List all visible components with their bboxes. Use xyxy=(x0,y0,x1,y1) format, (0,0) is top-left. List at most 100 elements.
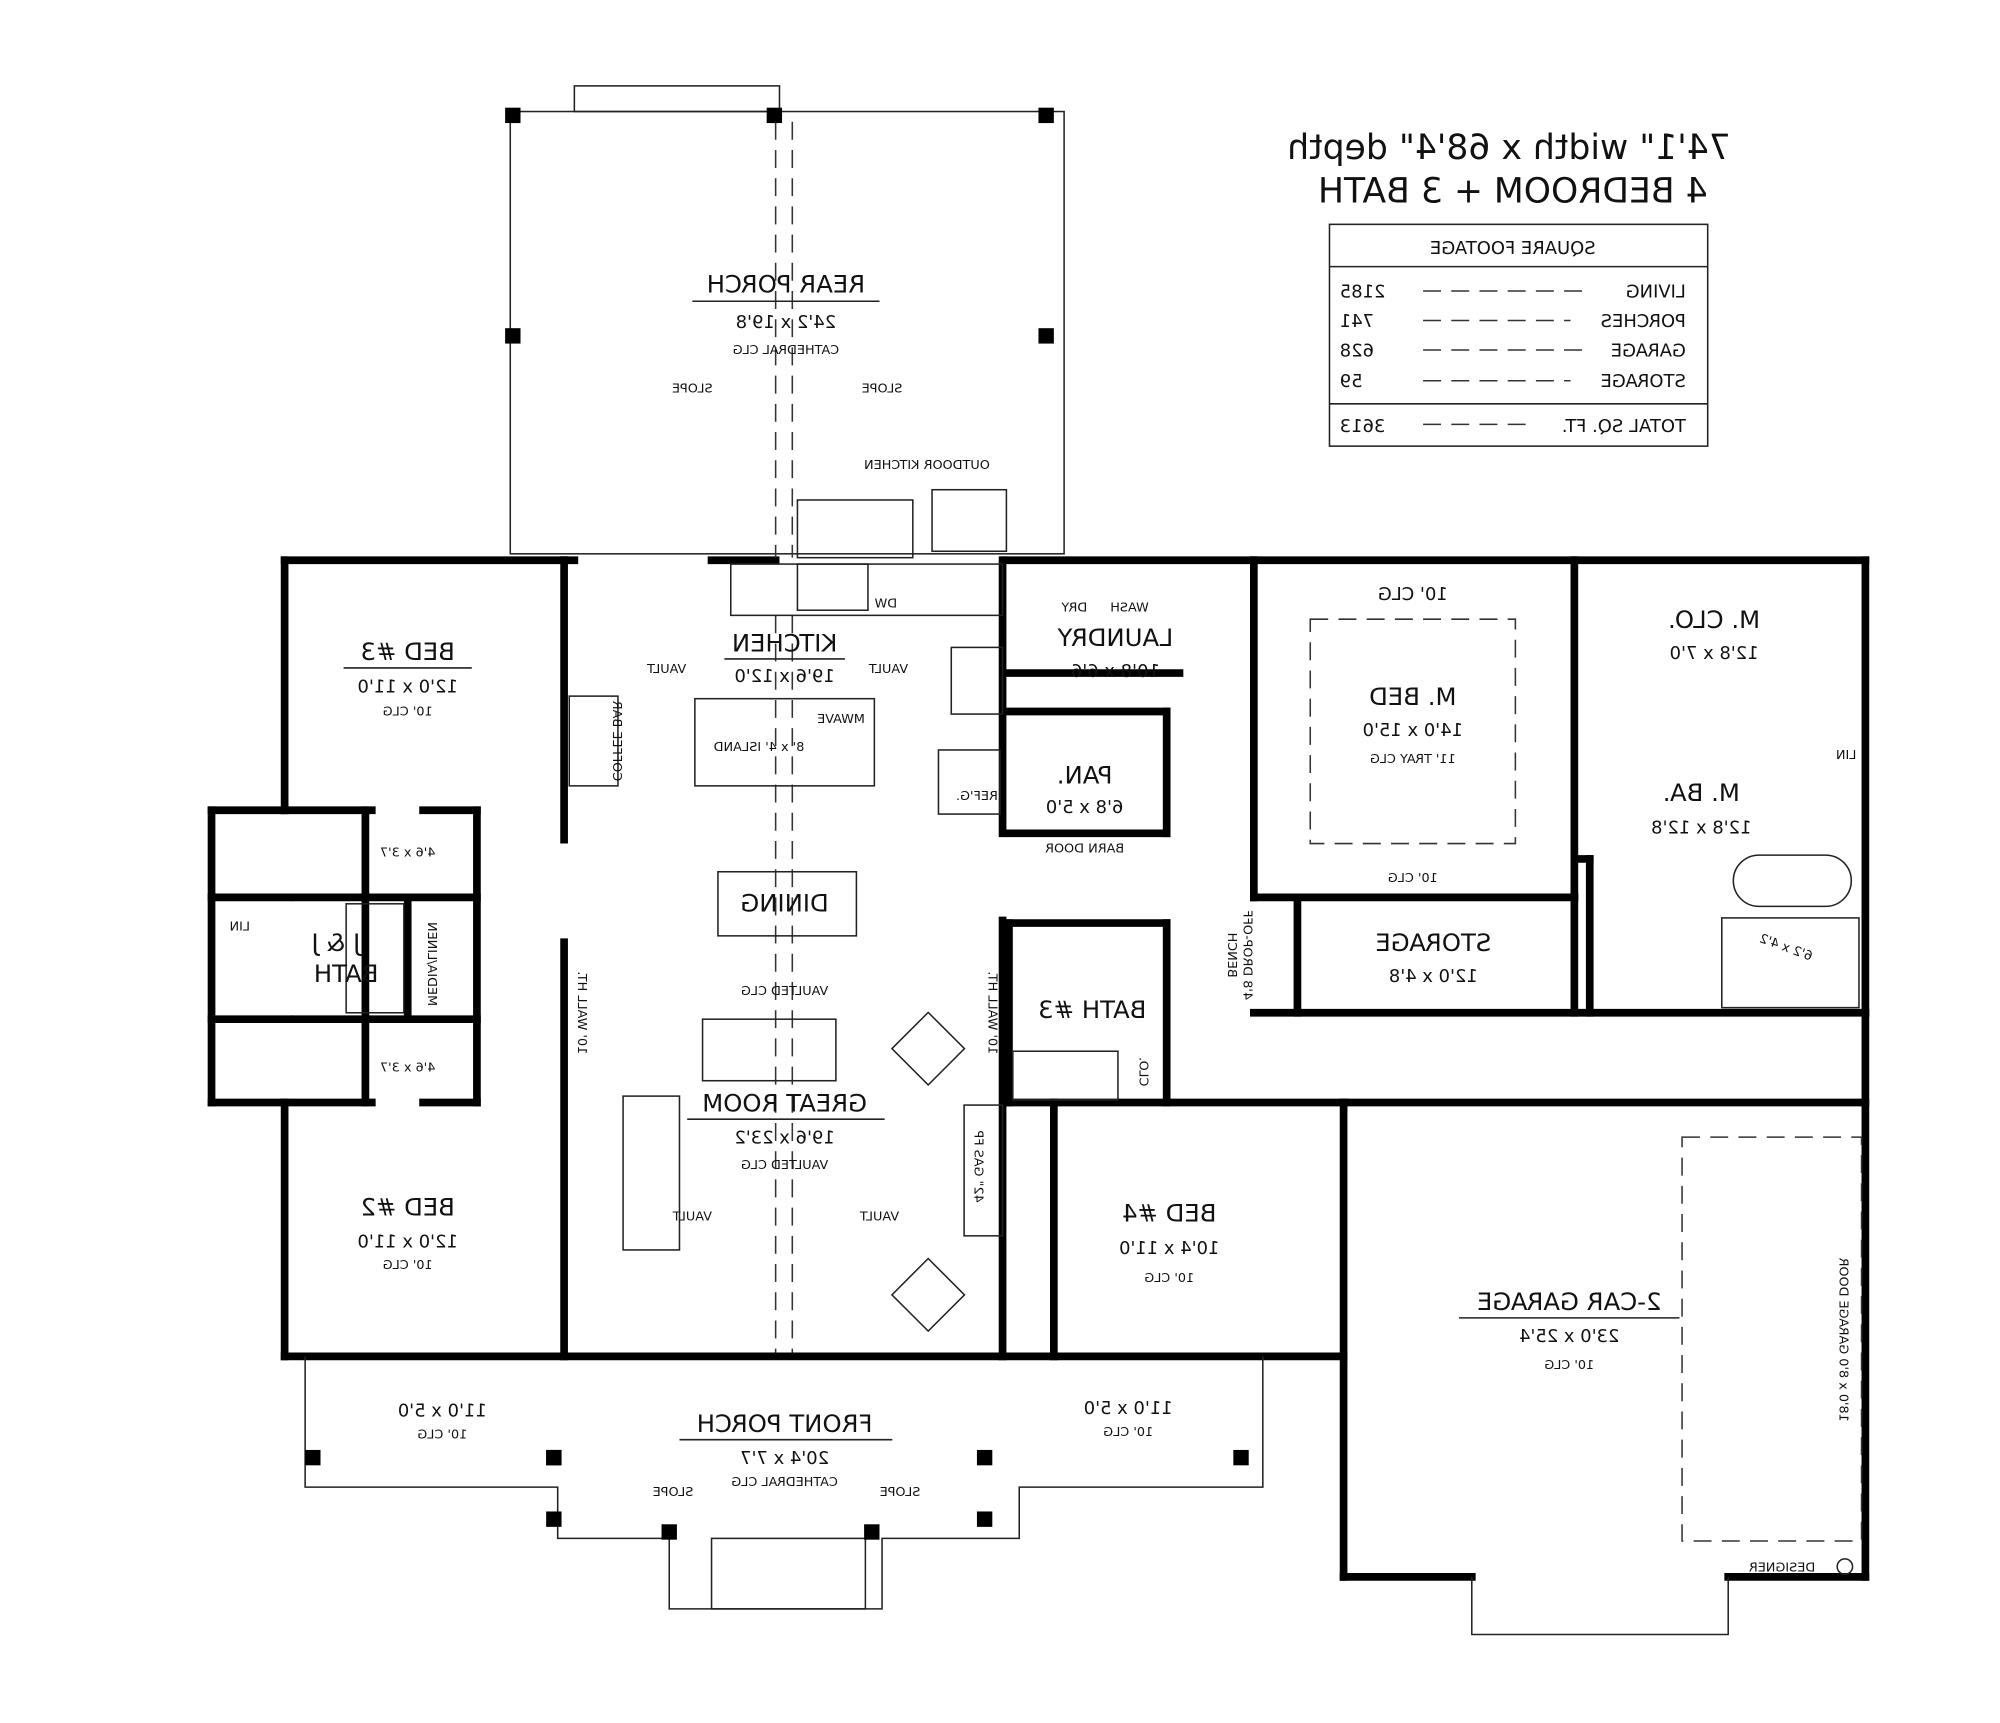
dryer-label: DRY xyxy=(1061,601,1087,616)
row-label: PORCHES xyxy=(1601,311,1686,332)
porch-post xyxy=(305,1449,321,1466)
linen-label: LIN xyxy=(1836,748,1857,763)
great-room-label: GREAT ROOM xyxy=(702,1088,867,1117)
porch-post xyxy=(1038,107,1054,124)
porch-post xyxy=(546,1511,562,1527)
refrigerator xyxy=(937,749,1001,815)
rear-steps xyxy=(573,85,781,113)
bed3-label: BED #3 xyxy=(360,637,454,666)
linen-label: LIN xyxy=(229,920,250,935)
slope-label: SLOPE xyxy=(653,1485,694,1500)
row-label: LIVING xyxy=(1626,281,1686,302)
armchair xyxy=(890,1011,966,1087)
front-porch-size: 20'4 x 7'7 xyxy=(740,1448,829,1469)
bathtub xyxy=(1732,854,1853,908)
vault-label: VAULT xyxy=(869,662,908,677)
porch-post xyxy=(1038,328,1054,344)
shower xyxy=(1721,917,1860,1009)
row-label: GARAGE xyxy=(1611,340,1686,361)
kitchen-counter xyxy=(730,563,1004,617)
porch-post xyxy=(976,1449,993,1466)
range xyxy=(950,646,1004,715)
media-linen-label: MEDIA/LINEN xyxy=(424,922,439,1006)
master-bed-ceiling: 11' TRAY CLG xyxy=(1370,752,1456,767)
designer-label: DESIGNER xyxy=(1749,1561,1815,1576)
porch-post xyxy=(864,1524,880,1540)
coffee-bar-label: COFFEE BAR xyxy=(609,701,624,782)
table-total-row: TOTAL SQ. FT. 3613 xyxy=(1340,416,1687,437)
master-closet-label: M. CLO. xyxy=(1668,605,1760,634)
porch-posts xyxy=(305,107,1249,1540)
master-bath-size: 12'8 x 12'8 xyxy=(1651,817,1751,838)
slope-label: SLOPE xyxy=(672,381,713,396)
storage-label: STORAGE xyxy=(1375,928,1491,957)
refrigerator-label: REF'G. xyxy=(956,789,998,804)
kitchen-island xyxy=(694,697,876,787)
dining-label: DINING xyxy=(740,888,828,917)
rooms-summary-text: 4 BEDROOM + 3 BATH xyxy=(1318,172,1708,212)
front-steps xyxy=(710,1537,867,1610)
bed2-label: BED #2 xyxy=(360,1192,454,1221)
great-room-ceiling: VAULTED CLG xyxy=(741,1158,828,1173)
garage-door-outline xyxy=(1681,1136,1863,1542)
slope-label: SLOPE xyxy=(862,381,903,396)
side-porch-ceiling: 10' CLG xyxy=(1103,1425,1153,1440)
rear-porch-ceiling: CATHEDRAL CLG xyxy=(733,343,840,358)
slope-label: SLOPE xyxy=(880,1485,921,1500)
table-row: GARAGE 628 xyxy=(1340,340,1686,361)
bed4-label: BED #4 xyxy=(1122,1199,1216,1228)
bed3-closet-size: 4'6 x 3'7 xyxy=(380,845,435,860)
bed3-size: 12'0 x 11'0 xyxy=(358,676,458,697)
square-footage-table: SQUARE FOOTAGE LIVING 2185 PORCHES 741 G… xyxy=(1328,223,1709,447)
master-bed-ceiling-top: 10' CLG xyxy=(1378,584,1448,605)
garage-door-label: 18'0 x 8'0 GARAGE DOOR xyxy=(1836,1257,1851,1421)
kitchen-sink xyxy=(796,563,869,611)
porch-post xyxy=(766,107,783,124)
walls xyxy=(207,556,1870,1581)
dining-table xyxy=(717,870,858,937)
wall-height-label: 10' WALL HT. xyxy=(574,971,589,1054)
bathtub xyxy=(345,903,405,1014)
front-porch-label: FRONT PORCH xyxy=(697,1409,873,1438)
dw-label: DW xyxy=(874,597,897,612)
bed2-ceiling: 10' CLG xyxy=(383,1258,433,1273)
master-bed-size: 14'0 x 15'0 xyxy=(1363,720,1463,741)
master-closet-size: 12'8 x 7'0 xyxy=(1670,643,1759,664)
bed4-ceiling: 10' CLG xyxy=(1144,1271,1194,1286)
outdoor-kitchen-label: OUTDOOR KITCHEN xyxy=(864,458,990,473)
rear-porch-size: 24'2 x 19'8 xyxy=(736,312,836,333)
tray-ceiling xyxy=(1309,618,1517,845)
room-labels: REAR PORCH 24'2 x 19'8 CATHEDRAL CLG SLO… xyxy=(229,269,1856,1575)
shower-size: 6'2 x 4'2 xyxy=(1757,931,1814,964)
laundry-label: LAUNDRY xyxy=(1057,623,1173,652)
porch-post xyxy=(976,1511,993,1527)
master-bed-label: M. BED xyxy=(1369,682,1456,711)
vault-label: VAULT xyxy=(860,1209,899,1224)
jj-bath-label-line2: BATH xyxy=(314,959,379,988)
row-value: 2185 xyxy=(1340,281,1386,302)
front-porch-ceiling: CATHEDRAL CLG xyxy=(731,1475,838,1490)
pantry-size: 6'8 x 5'0 xyxy=(1046,797,1124,818)
armchair xyxy=(890,1257,966,1333)
bed3-ceiling: 10' CLG xyxy=(383,704,433,719)
garage-ceiling: 10' CLG xyxy=(1544,1358,1594,1373)
garage-apron xyxy=(1471,1576,1729,1636)
fixtures-and-outlines xyxy=(304,85,1863,1636)
coffee-bar xyxy=(568,695,619,787)
side-porch-ceiling: 10' CLG xyxy=(417,1427,467,1442)
dimensions-text: 74'1" width x 68'4" depth xyxy=(1287,128,1731,168)
wall-height-label: 10' WALL HT. xyxy=(984,971,999,1054)
island-label: 8' x 4' ISLAND xyxy=(713,740,804,755)
table-row: LIVING 2185 xyxy=(1340,281,1686,302)
porch-post xyxy=(505,107,521,124)
mwave-label: MWAVE xyxy=(817,712,865,727)
washer-label: WASH xyxy=(1110,601,1149,616)
fireplace xyxy=(963,1104,1004,1237)
porch-post xyxy=(546,1449,562,1466)
porch-post xyxy=(1233,1449,1249,1466)
barn-door-label: BARN DOOR xyxy=(1045,842,1124,857)
kitchen-size: 19'6 x 12'0 xyxy=(734,666,834,687)
row-value: 59 xyxy=(1340,371,1363,392)
side-porch-size: 11'0 x 5'0 xyxy=(398,1401,487,1422)
row-value: 628 xyxy=(1340,340,1374,361)
